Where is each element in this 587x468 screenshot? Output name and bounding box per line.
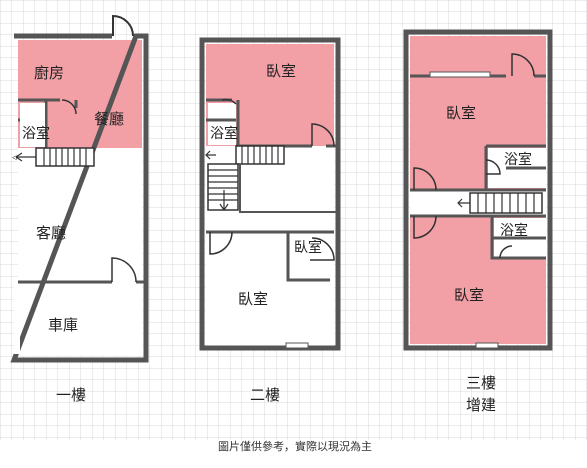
floor-2-walls [199, 37, 341, 351]
floor-1-garage-door-icon [111, 257, 137, 283]
floor-2-bedroom-back-door-icon [209, 231, 233, 255]
floor-1-garage-label: 車庫 [48, 316, 78, 334]
floor-3-staircase [457, 192, 543, 214]
floor-3-hall-walls [410, 188, 546, 218]
floor-2-lower-walls [206, 230, 334, 282]
disclaimer-note: 圖片僅供參考，實際以現況為主 [218, 439, 372, 453]
floor-3-balcony-door-icon [511, 53, 535, 77]
floor-3-caption-line-1: 三樓 [466, 374, 496, 392]
floor-2-bedroom-front-door-icon [311, 123, 335, 147]
floor-1-dining-wall [18, 98, 78, 108]
floor-2-plan: 臥室 浴室 臥室 臥室 [199, 37, 341, 351]
floor-3-walls [403, 29, 553, 351]
floor-2-small-bedroom-door-icon [310, 237, 335, 261]
floor-3-bath-upper-label: 浴室 [504, 151, 532, 168]
floor-2-bath-door-icon [221, 98, 237, 105]
floor-2-staircase [205, 145, 285, 212]
floor-1-plan: ◃ 廚房 餐廳 浴室 客廳 車庫 [10, 14, 149, 363]
floor-1-entry-door-icon [112, 14, 134, 37]
floor-3-bedroom-back-label: 臥室 [454, 286, 484, 304]
floor-3-plan: 臥室 浴室 浴室 臥室 [403, 29, 553, 351]
floor-3-bath-upper-walls [484, 144, 546, 190]
svg-text:◃: ◃ [12, 153, 17, 163]
floor-2-bath-label: 浴室 [210, 125, 238, 142]
floor-3-bath-lower-label: 浴室 [500, 222, 528, 239]
floor-1-staircase: ◃ [12, 147, 95, 167]
floor-3-bedroom-front-door-icon [413, 167, 437, 191]
floor-3-bedroom-front-label: 臥室 [446, 104, 476, 122]
floor-2-small-bedroom-label: 臥室 [294, 239, 322, 256]
floor-3-bath-lower-walls [490, 216, 546, 260]
floor-3-bath-lower-door-icon [499, 245, 513, 259]
floor-1-bath [20, 103, 45, 147]
floor-1-dining-label: 餐廳 [94, 110, 124, 128]
floor-1-dining-door-icon [61, 99, 77, 115]
floor-3-bath-upper-door-icon [485, 159, 501, 175]
floor-3-caption-line-2: 增建 [466, 396, 496, 414]
floor-2-bath [208, 103, 236, 145]
floor-2-bedroom-front-label: 臥室 [266, 62, 296, 80]
floor-1-kitchen-label: 廚房 [34, 64, 64, 82]
floor-1-bath-label: 浴室 [22, 125, 50, 142]
floor-2-caption: 二樓 [250, 386, 280, 404]
floor-1-living-label: 客廳 [36, 224, 66, 242]
floor-2-bedroom-back-label: 臥室 [238, 290, 268, 308]
floor-1-walls [10, 33, 149, 363]
floor-3-bedroom-back-door-icon [413, 215, 437, 239]
floor-2-stair-wall [239, 164, 338, 213]
floor-1-caption: 一樓 [56, 386, 86, 404]
